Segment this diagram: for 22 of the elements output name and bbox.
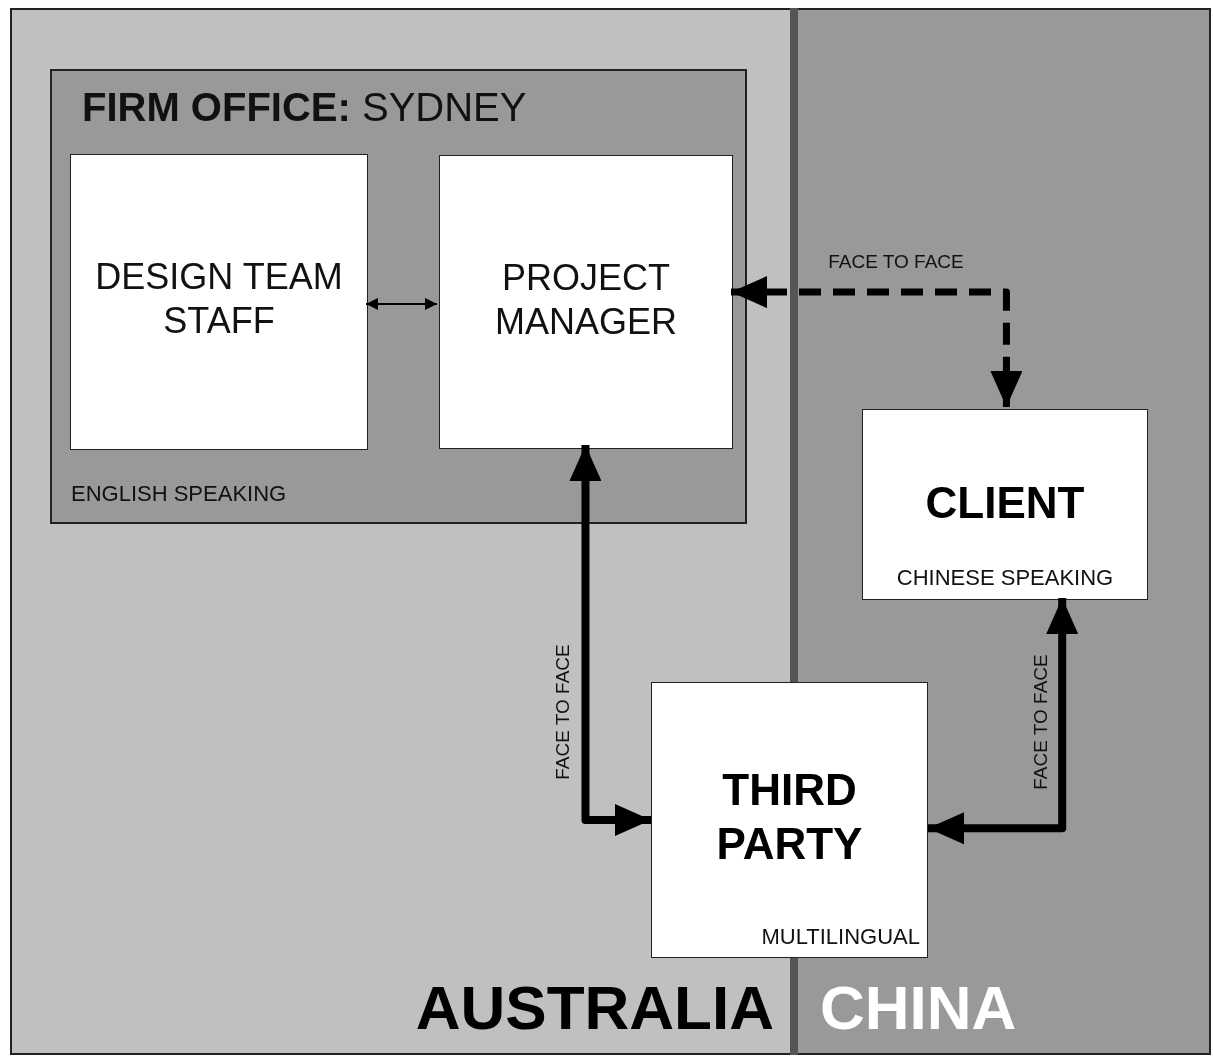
role-box [439,155,733,449]
arrow [731,276,1023,407]
arrow [569,445,651,836]
region-label: CHINA [820,972,1018,1044]
language-note: MULTILINGUAL [760,924,920,951]
party-box [651,682,928,958]
edge-label: FACE TO FACE [1030,654,1052,790]
office-box [50,69,747,524]
party-box [862,409,1148,600]
edge-label: FACE TO FACE [828,251,964,273]
language-note: CHINESE SPEAKING [895,565,1115,592]
language-note: ENGLISH SPEAKING [71,481,288,508]
party-label: CLIENT [924,477,1086,529]
edge-label: FACE TO FACE [552,644,574,780]
arrow [928,598,1079,845]
role-label: DESIGN TEAM STAFF [94,255,344,343]
arrow [365,297,438,310]
role-label: PROJECT MANAGER [494,256,678,344]
region-label: AUSTRALIA [414,972,774,1044]
party-label: THIRD PARTY [715,764,864,870]
office-title: FIRM OFFICE: SYDNEY [82,84,528,131]
role-box [70,154,368,450]
